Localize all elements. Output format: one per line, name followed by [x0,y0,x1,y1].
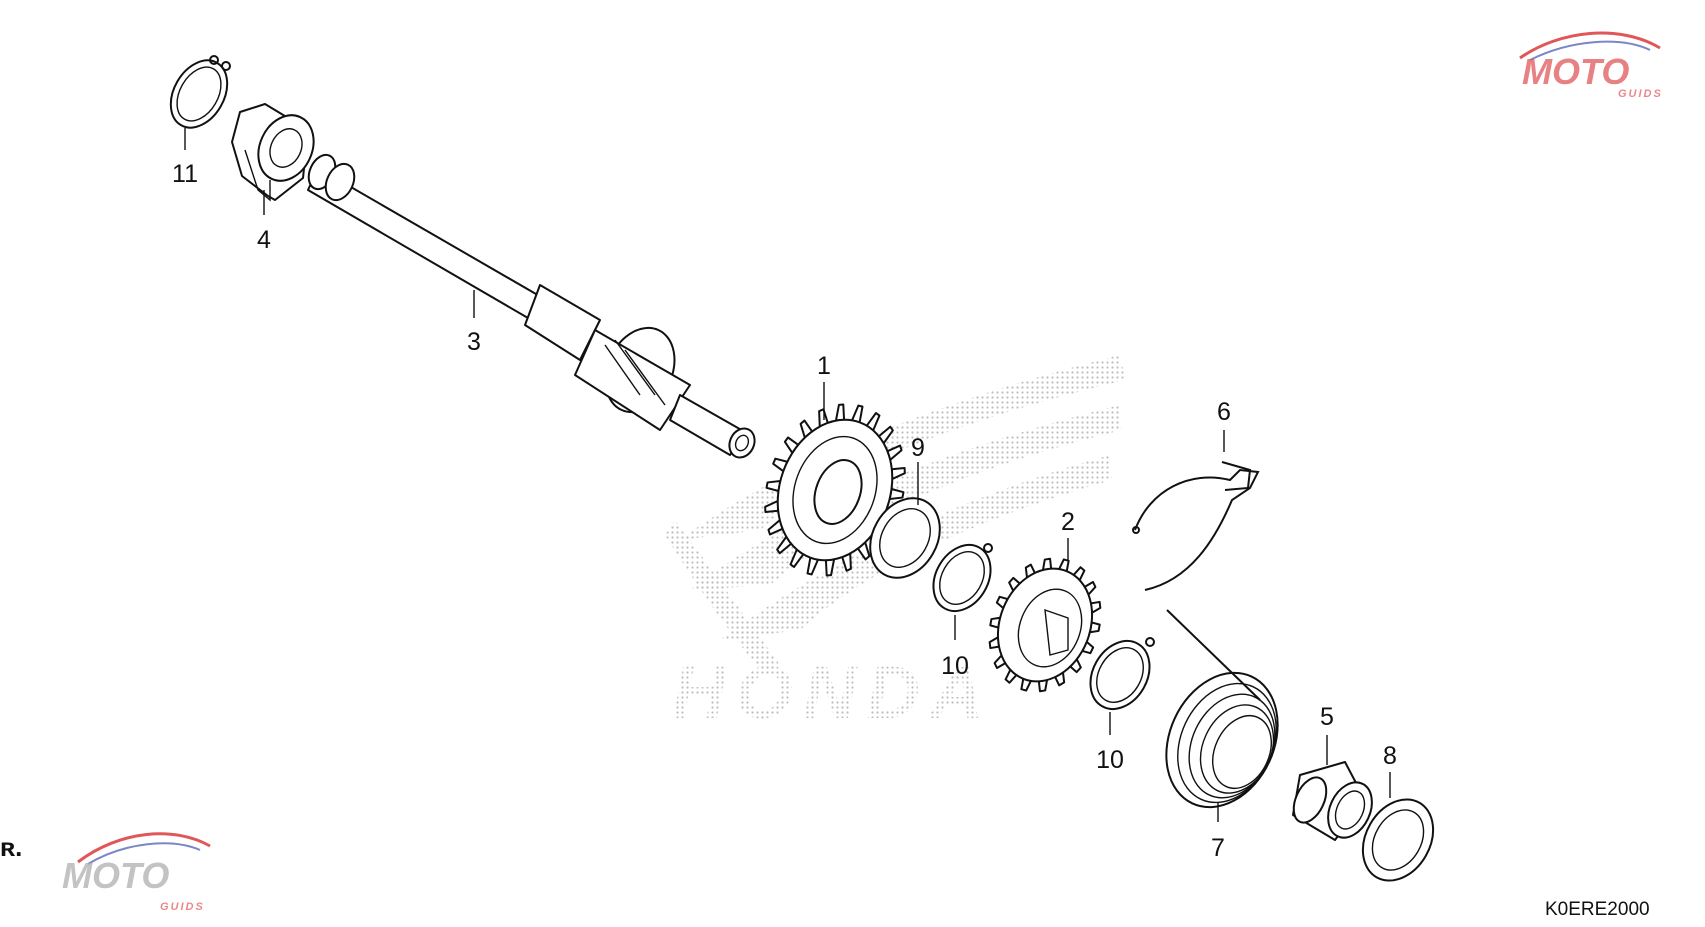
washer-9 [869,497,941,579]
collar-5 [1292,761,1373,841]
diagram-code: K0ERE2000 [1545,899,1650,920]
moto-logo-bottom-text: MOTO [62,855,169,896]
leader-lines [184,128,1391,822]
circlip-11 [169,55,231,129]
callout-8: 8 [1383,742,1397,770]
pinion-guide-4 [231,103,315,202]
moto-logo-bottom: MOTO GUIDS [62,832,211,913]
callout-9: 9 [911,434,925,462]
gear-1-tooth [834,403,846,422]
washer-8 [1361,798,1435,882]
gear-1 [764,403,906,577]
spring-clip-6 [1132,461,1260,591]
callout-3: 3 [467,328,481,356]
kick-spindle-3 [307,153,756,459]
circlip-10a [932,543,993,612]
callout-10-second: 10 [1096,746,1124,774]
callout-1: 1 [817,352,831,380]
callout-2: 2 [1061,508,1075,536]
moto-logo-top-sub: GUIDS [1618,88,1663,100]
callout-7: 7 [1211,834,1225,862]
callout-6: 6 [1217,398,1231,426]
callout-4: 4 [257,226,271,254]
left-edge-artifact: ʀ. [0,832,22,862]
moto-logo-top-text: MOTO [1522,51,1629,92]
coil-spring-7 [1165,609,1279,809]
ratchet-2 [988,557,1102,693]
circlip-10b [1089,637,1155,710]
moto-logo-bottom-sub: GUIDS [160,901,205,913]
honda-watermark-text: HONDA [672,651,993,734]
moto-logo-top: MOTO GUIDS [1519,31,1663,100]
callout-11: 11 [172,160,198,188]
callout-10-first: 10 [941,652,969,680]
callout-5: 5 [1320,703,1334,731]
